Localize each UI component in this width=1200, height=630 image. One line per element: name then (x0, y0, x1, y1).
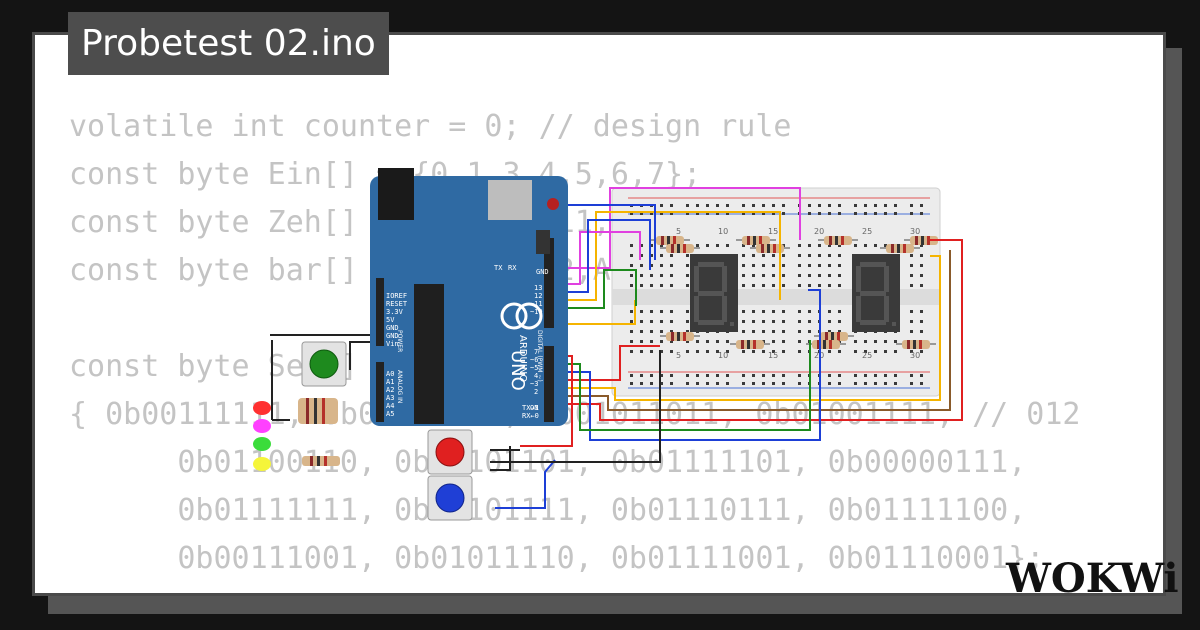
code-line: volatile int counter = 0; // design rule (69, 109, 792, 144)
digital-label: TX→1 (522, 404, 539, 412)
code-background: volatile int counter = 0; // design rule… (69, 103, 1080, 583)
column-number: 15 (768, 351, 778, 360)
power-label: 5V (386, 316, 395, 324)
usb-port (488, 180, 532, 220)
analog-label: A4 (386, 402, 394, 410)
project-title[interactable]: Probetest 02.ino (68, 12, 389, 75)
wokwi-logo-text: WOKWi (1005, 555, 1179, 602)
power-jack (378, 168, 414, 220)
column-number: 20 (814, 227, 824, 236)
pink-led[interactable] (253, 419, 271, 433)
column-number: 30 (910, 351, 920, 360)
digital-label: 13 (534, 284, 542, 292)
column-number: 5 (676, 351, 681, 360)
blue-push-button[interactable] (427, 475, 473, 521)
digital-label: ~10 (530, 308, 543, 316)
led-resistors[interactable] (298, 398, 340, 466)
digital-header-label: DIGITAL (PWM ~) (536, 330, 543, 382)
digital-label: ~11 (530, 300, 543, 308)
code-line: 0b00111001, 0b01011110, 0b01111001, 0b01… (69, 541, 1045, 576)
rx-label: RX (508, 264, 517, 272)
red-push-button[interactable] (427, 429, 473, 475)
power-label: 3.3V (386, 308, 404, 316)
power-label: IOREF (386, 292, 407, 300)
red-led[interactable] (253, 401, 271, 415)
analog-header-label: ANALOG IN (396, 370, 403, 403)
digital-label: GND (536, 268, 549, 276)
power-header (376, 278, 384, 346)
digital-label: 4 (534, 372, 538, 380)
digital-label: ~3 (530, 380, 538, 388)
power-label: GND (386, 324, 399, 332)
reset-button[interactable] (547, 198, 559, 210)
brand-label: ARDUINO (517, 335, 528, 382)
digital-label: RX←0 (522, 412, 539, 420)
digital-label: ~6 (530, 356, 538, 364)
digital-label: 2 (534, 388, 538, 396)
digital-header-top (544, 238, 554, 328)
power-header-label: POWER (396, 330, 403, 352)
column-number: 5 (676, 227, 681, 236)
preview-card[interactable]: volatile int counter = 0; // design rule… (32, 32, 1166, 596)
digital-label: ~5 (530, 364, 538, 372)
analog-label: A0 (386, 370, 394, 378)
column-number: 30 (910, 227, 920, 236)
analog-label: A2 (386, 386, 394, 394)
column-number: 10 (718, 227, 728, 236)
yellow-led[interactable] (253, 457, 271, 471)
digital-label: 7 (534, 348, 538, 356)
arduino-logo (500, 302, 528, 330)
code-line: 0b01111111, 0b01101111, 0b01110111, 0b01… (69, 493, 1027, 528)
analog-label: A5 (386, 410, 394, 418)
analog-header (376, 362, 384, 422)
on-label: ON (530, 404, 538, 412)
analog-label: A3 (386, 394, 394, 402)
analog-label: A1 (386, 378, 394, 386)
column-number: 25 (862, 227, 872, 236)
green-push-button[interactable] (301, 341, 347, 387)
code-line: 0b01100110, 0b01101101, 0b01111101, 0b00… (69, 445, 1027, 480)
seven-segment-display-left[interactable] (690, 254, 738, 332)
green-led[interactable] (253, 437, 271, 451)
microcontroller-chip (414, 284, 444, 424)
led-bar[interactable] (253, 401, 271, 471)
power-label: GND (386, 332, 399, 340)
wokwi-logo[interactable]: WOKWi (1002, 548, 1182, 612)
power-label: RESET (386, 300, 408, 308)
digital-header-bottom (544, 346, 554, 422)
power-label: Vin (386, 340, 399, 348)
code-line: const byte Ein[] = {0,1,3,4,5,6,7}; (69, 157, 702, 192)
breadboard-resistors[interactable] (650, 235, 945, 350)
column-number: 25 (862, 351, 872, 360)
digital-label: 12 (534, 292, 542, 300)
seven-segment-display-right[interactable] (852, 254, 900, 332)
column-number: 10 (718, 351, 728, 360)
model-label: UNO (507, 350, 528, 391)
tx-label: TX (494, 264, 503, 272)
column-number: 15 (768, 227, 778, 236)
arduino-uno[interactable]: IOREF RESET 3.3V 5V GND GND Vin A0 A1 A2… (370, 168, 568, 426)
